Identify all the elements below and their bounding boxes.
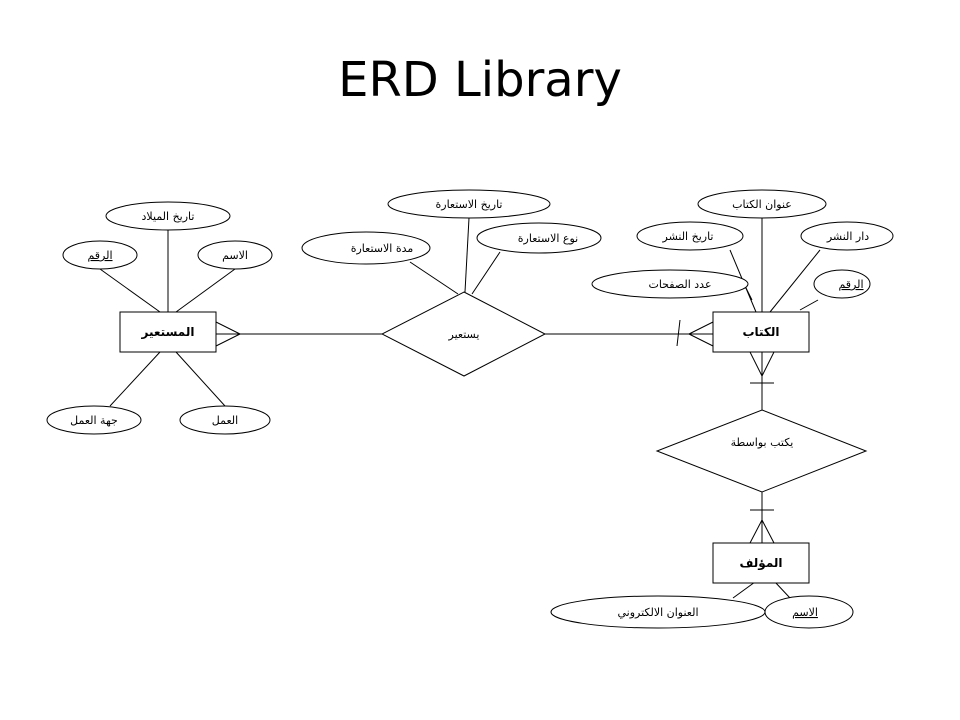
entity-author[interactable]: المؤلف: [712, 542, 810, 584]
line-borrows-borrow-type: [471, 251, 501, 295]
attr-borrower-birth-date: تاريخ الميلاد: [105, 201, 231, 231]
line-borrows-borrow-date: [464, 217, 470, 293]
line-borrower-work: [175, 351, 226, 407]
svg-text:تاريخ الاستعارة: تاريخ الاستعارة: [436, 198, 503, 211]
attr-borrower-work: العمل: [179, 405, 271, 435]
svg-text:دار النشر: دار النشر: [826, 230, 869, 243]
svg-text:الاسم: الاسم: [222, 249, 248, 262]
line-book-pages: [744, 285, 753, 301]
attr-book-title: عنوان الكتاب: [697, 189, 827, 219]
line-book-id: [799, 299, 819, 311]
attr-book-id: الرقم: [813, 269, 871, 299]
relationship-borrows[interactable]: يستعير: [380, 291, 547, 377]
svg-text:العنوان الالكتروني: العنوان الالكتروني: [617, 606, 698, 619]
crowfoot-borrower-lower: [215, 333, 241, 347]
crowfoot-book-upper: [688, 321, 714, 335]
svg-text:مدة الاستعارة: مدة الاستعارة: [351, 242, 414, 255]
attr-borrower-id: الرقم: [62, 240, 138, 270]
svg-text:عدد الصفحات: عدد الصفحات: [648, 278, 711, 291]
line-author-email: [732, 581, 756, 599]
attr-author-email: العنوان الالكتروني: [550, 595, 766, 629]
svg-text:المستعير: المستعير: [141, 325, 195, 339]
svg-text:المؤلف: المؤلف: [740, 556, 783, 571]
crowfoot-author-right: [761, 519, 775, 544]
svg-text:الكتاب: الكتاب: [742, 325, 779, 339]
svg-text:جهة العمل: جهة العمل: [70, 414, 118, 427]
line-borrows-borrow-period: [409, 261, 459, 295]
page-title: ERD Library: [338, 52, 622, 108]
svg-text:عنوان الكتاب: عنوان الكتاب: [732, 198, 792, 211]
entity-borrower[interactable]: المستعير: [119, 311, 217, 353]
entity-book[interactable]: الكتاب: [712, 311, 810, 353]
attr-borrows-borrow-period: مدة الاستعارة: [301, 231, 431, 265]
svg-text:العمل: العمل: [212, 414, 238, 427]
crowfoot-book-down-left: [749, 351, 763, 377]
attr-book-publisher: دار النشر: [800, 221, 894, 251]
attr-borrower-work-place: جهة العمل: [46, 405, 142, 435]
crowfoot-author-left: [749, 519, 763, 544]
line-borrower-id: [99, 268, 161, 313]
line-borrower-work-place: [109, 351, 161, 407]
relationship-written-by[interactable]: يكتب بواسطة: [655, 409, 868, 493]
line-book-publisher: [769, 249, 821, 313]
crowfoot-book-down-right: [761, 351, 775, 377]
attr-borrower-name: الاسم: [197, 240, 273, 270]
svg-text:تاريخ النشر: تاريخ النشر: [662, 230, 714, 243]
attr-book-publish-date: تاريخ النشر: [636, 221, 744, 251]
svg-text:الرقم: الرقم: [838, 278, 863, 291]
crowfoot-book-lower: [688, 333, 714, 347]
svg-text:تاريخ الميلاد: تاريخ الميلاد: [142, 210, 195, 223]
attr-borrows-borrow-date: تاريخ الاستعارة: [387, 189, 551, 219]
line-author-name: [774, 581, 791, 599]
svg-text:الرقم: الرقم: [87, 249, 112, 262]
attr-borrows-borrow-type: نوع الاستعارة: [476, 222, 602, 254]
attr-book-pages: عدد الصفحات: [591, 269, 749, 299]
svg-text:يستعير: يستعير: [448, 328, 480, 341]
line-borrower-name: [175, 268, 236, 313]
svg-text:نوع الاستعارة: نوع الاستعارة: [518, 232, 578, 245]
crowfoot-borrower-upper: [215, 321, 241, 335]
svg-text:يكتب بواسطة: يكتب بواسطة: [731, 436, 794, 449]
attr-author-name: الاسم: [764, 595, 854, 629]
bar-book-one: [676, 319, 681, 347]
svg-text:الاسم: الاسم: [792, 606, 818, 619]
